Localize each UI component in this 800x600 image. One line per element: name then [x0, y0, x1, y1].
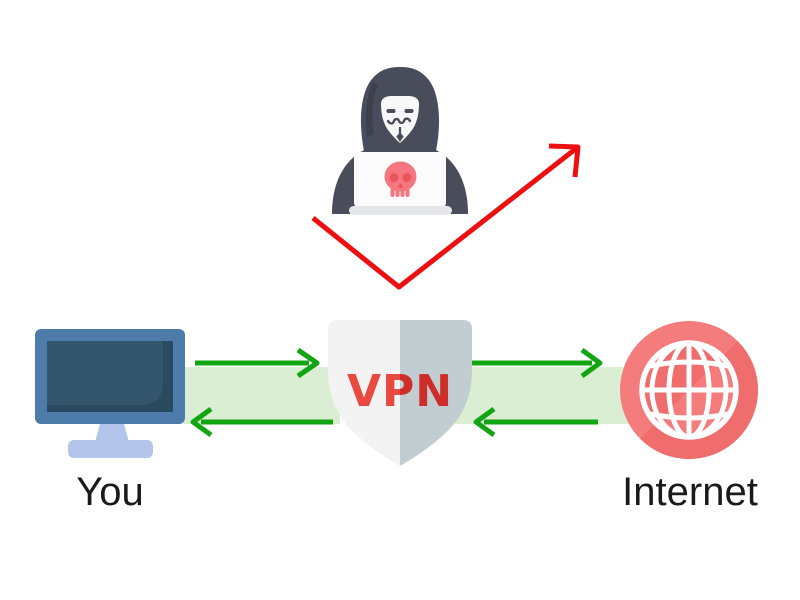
globe-icon [620, 321, 758, 459]
globe-long-shadow [620, 321, 758, 459]
hacker-icon [332, 67, 468, 215]
monitor-stand-base [68, 440, 153, 458]
monitor-screen [47, 341, 163, 405]
monitor-stand-neck [95, 424, 129, 442]
mask-goatee [396, 132, 404, 142]
arrow-internet-to-vpn-head [473, 406, 496, 438]
shield-icon: VPN [328, 320, 472, 466]
globe-wireframe [639, 340, 739, 440]
red-attack-arrow [311, 143, 581, 290]
skull-icon [384, 161, 417, 197]
tunnel-arrows-left [190, 347, 333, 438]
shield-right-half [400, 320, 472, 466]
skull-cranium [384, 161, 417, 192]
anonymous-mask [381, 96, 419, 143]
arrow-vpn-to-you-head [190, 406, 213, 438]
you-label: You [76, 470, 144, 514]
vpn-label: VPN [347, 366, 453, 417]
monitor-icon [35, 329, 185, 458]
tunnel-arrows-right [468, 347, 603, 438]
green-tunnel-left [183, 367, 340, 424]
hood-shadow-crease [366, 83, 378, 137]
mask-mustache [386, 117, 412, 125]
arrow-vpn-to-internet-head [580, 347, 603, 379]
arrow-you-to-vpn-head [296, 347, 320, 379]
skull-nose [398, 183, 403, 189]
mask-right-eye [404, 109, 414, 113]
skull-right-eye [402, 173, 412, 182]
mask-features [386, 109, 414, 142]
attack-arrow-head [548, 143, 581, 178]
globe-parallel-upper [649, 359, 729, 369]
shield-left-half [328, 320, 400, 466]
internet-label: Internet [622, 470, 758, 514]
globe-parallel-lower [649, 411, 729, 421]
laptop-base [349, 206, 452, 215]
skull-left-eye [389, 173, 399, 182]
mask-left-eye [386, 109, 396, 113]
attack-arrow-path [311, 145, 580, 290]
monitor-stand [68, 424, 153, 458]
